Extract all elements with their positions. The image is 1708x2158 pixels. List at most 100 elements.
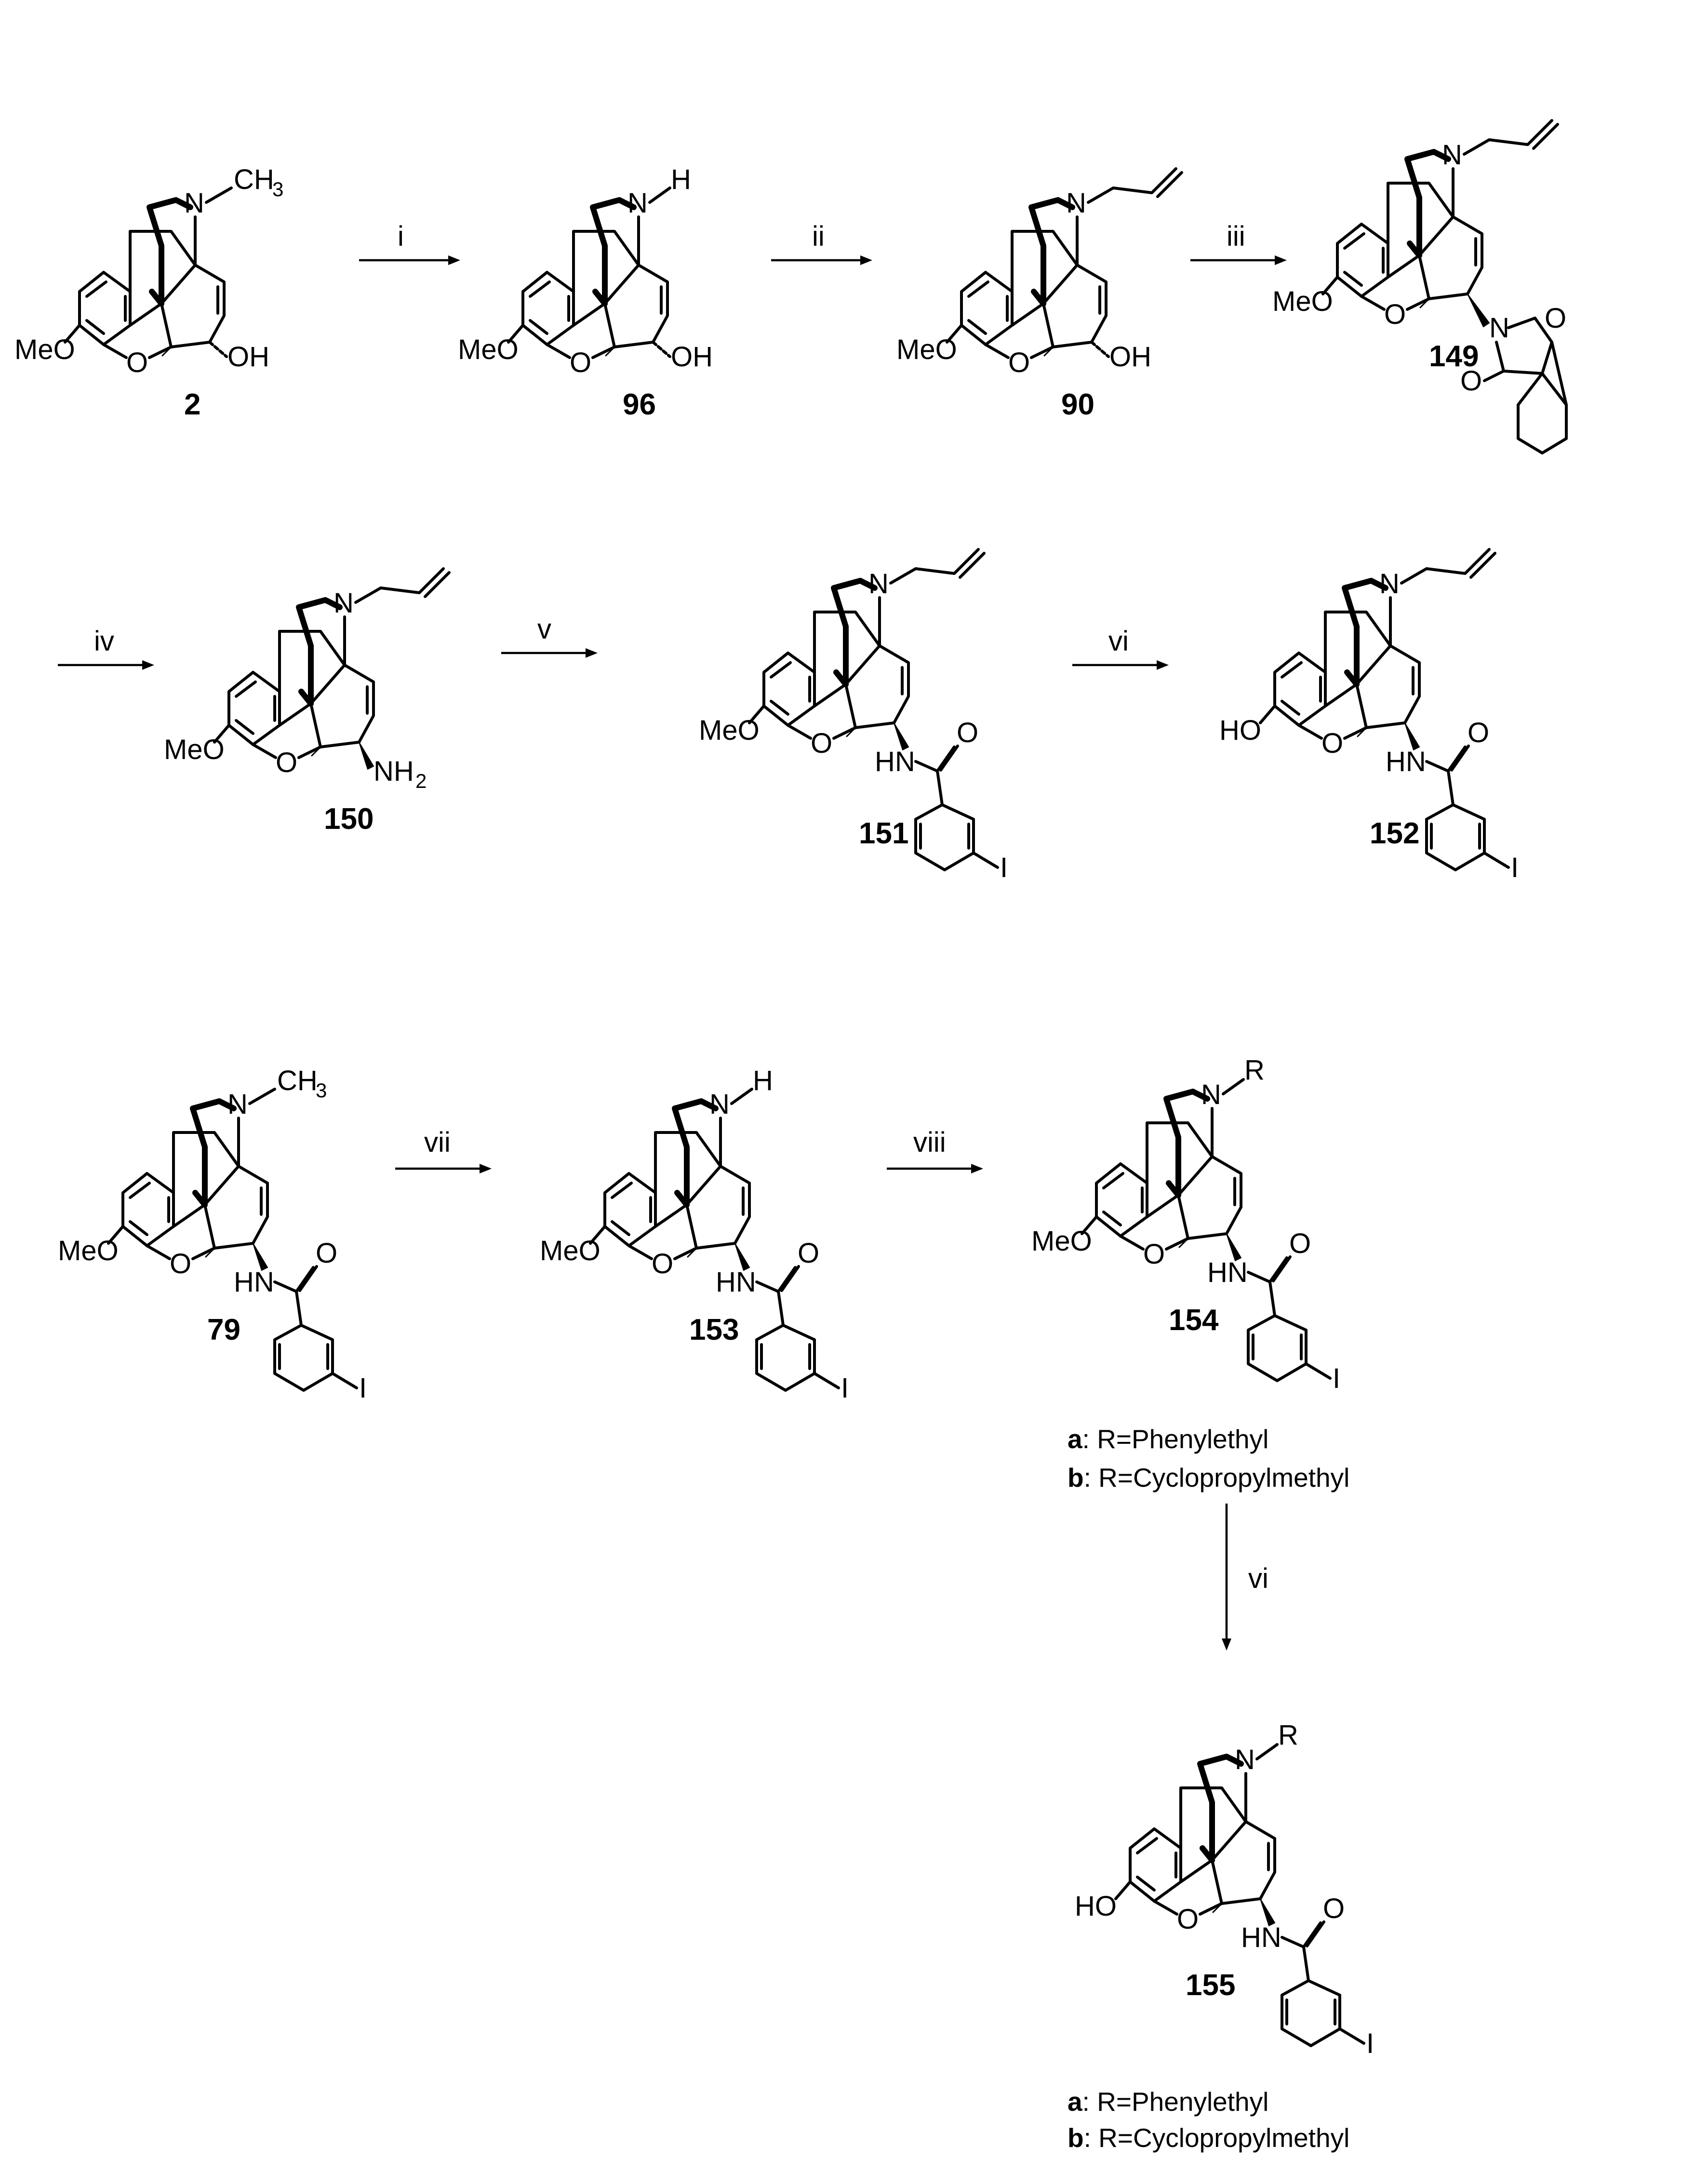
compound-label-155: 155 [1186,1969,1235,2002]
compound-label-96: 96 [623,388,656,421]
n-hydrogen: H [671,164,691,195]
amide-nh: HN [234,1266,274,1298]
n-substituent-r: R [1278,1719,1298,1751]
amide-nh: HN [1207,1257,1248,1288]
amide-nh: HN [1241,1922,1281,1953]
compound-label-149: 149 [1429,340,1479,373]
arrow-iii: iii [1190,221,1287,265]
methoxy: MeO [540,1235,600,1266]
methoxy: MeO [1031,1226,1092,1257]
furan-o: O [276,747,297,778]
note-a-155: a: R=Phenylethyl [1068,2087,1268,2117]
arrow-iv: iv [58,626,154,670]
compound-79: N CH 3 O MeO HN O I 79 [58,1065,367,1404]
svg-text:O: O [1545,303,1566,334]
n-substituent-r: R [1244,1054,1265,1086]
atom-n: N [1201,1079,1221,1110]
iodine: I [841,1372,849,1404]
atom-n: N [1066,187,1086,219]
hydroxyl-6: OH [1109,341,1151,373]
atom-n: N [184,187,204,219]
compound-label-152: 152 [1370,817,1419,850]
furan-o: O [1321,728,1343,759]
svg-text:O: O [957,717,978,748]
methoxy: MeO [458,334,519,365]
methoxy: MeO [1272,286,1333,317]
iodine: I [1366,2028,1374,2059]
iodine: I [1000,852,1008,883]
furan-o: O [1008,347,1030,378]
compound-96: N H O MeO OH 96 [458,164,713,421]
phenol-oh: HO [1219,715,1261,746]
svg-text:O: O [1460,365,1482,397]
n-methyl: CH [234,164,274,195]
phthalimide-n: N [1489,312,1509,344]
arrow-ii: ii [771,221,872,265]
svg-text:O: O [1323,1893,1345,1924]
note-b-155: b: R=Cyclopropylmethyl [1068,2123,1349,2153]
compound-155: N R O HO HN O I 155 [1075,1719,1374,2059]
svg-text:2: 2 [415,770,427,792]
arrow-vi-down: vi [1222,1504,1268,1651]
svg-text:O: O [316,1238,337,1269]
n-hydrogen: H [753,1065,773,1096]
compound-150: N O MeO NH 2 150 [164,567,451,836]
atom-n: N [227,1089,248,1120]
amide-nh: HN [716,1266,756,1298]
methoxy: MeO [58,1235,119,1266]
methoxy: MeO [896,334,957,365]
furan-o: O [1177,1904,1199,1935]
compound-154: N R O MeO HN O I 154 [1031,1054,1340,1394]
compound-label-2: 2 [184,388,200,421]
hydroxyl-6: OH [227,341,269,373]
svg-text:iv: iv [94,626,114,657]
arrow-viii: viii [887,1127,983,1173]
furan-o: O [1143,1239,1165,1270]
atom-n: N [709,1089,730,1120]
atom-n: N [1235,1744,1255,1775]
note-b-154: b: R=Cyclopropylmethyl [1068,1463,1349,1492]
svg-text:3: 3 [272,178,283,200]
compound-152: N O HO HN O I 152 [1219,548,1519,883]
compound-153: N H O MeO HN O I 153 [540,1065,849,1404]
atom-n: N [1379,568,1400,599]
svg-text:3: 3 [316,1079,327,1102]
furan-o: O [170,1248,191,1279]
svg-text:vi: vi [1248,1563,1268,1594]
svg-text:iii: iii [1227,221,1245,252]
compound-label-90: 90 [1061,388,1094,421]
compound-149: N O MeO N O O 149 [1272,119,1568,454]
compound-label-153: 153 [689,1313,739,1346]
n-methyl: CH [277,1065,318,1096]
furan-o: O [1384,299,1406,330]
svg-text:vii: vii [424,1127,451,1158]
amine: NH [374,756,414,787]
svg-text:i: i [398,221,404,252]
compound-2: N CH 3 O MeO OH 2 [14,164,283,421]
note-a-154: a: R=Phenylethyl [1068,1424,1268,1454]
furan-o: O [126,347,148,378]
methoxy: MeO [699,715,760,746]
arrow-vi: vi [1072,626,1169,670]
methoxy: MeO [14,334,75,365]
furan-o: O [811,728,832,759]
furan-o: O [570,347,591,378]
arrow-v: v [501,613,598,658]
svg-text:O: O [798,1238,819,1269]
compound-label-79: 79 [207,1313,240,1346]
arrow-i: i [359,221,460,265]
atom-n: N [1442,139,1462,171]
svg-text:viii: viii [913,1127,946,1158]
iodine: I [1511,852,1519,883]
svg-text:O: O [1289,1228,1311,1259]
svg-text:v: v [537,613,551,645]
compound-label-150: 150 [324,802,374,836]
svg-text:ii: ii [812,221,825,252]
compound-label-154: 154 [1169,1304,1219,1337]
arrow-vii: vii [395,1127,492,1173]
compound-label-151: 151 [859,817,908,850]
amide-nh: HN [1386,746,1426,777]
compound-151: N O MeO HN O I 151 [699,548,1008,883]
svg-text:O: O [1468,717,1489,748]
